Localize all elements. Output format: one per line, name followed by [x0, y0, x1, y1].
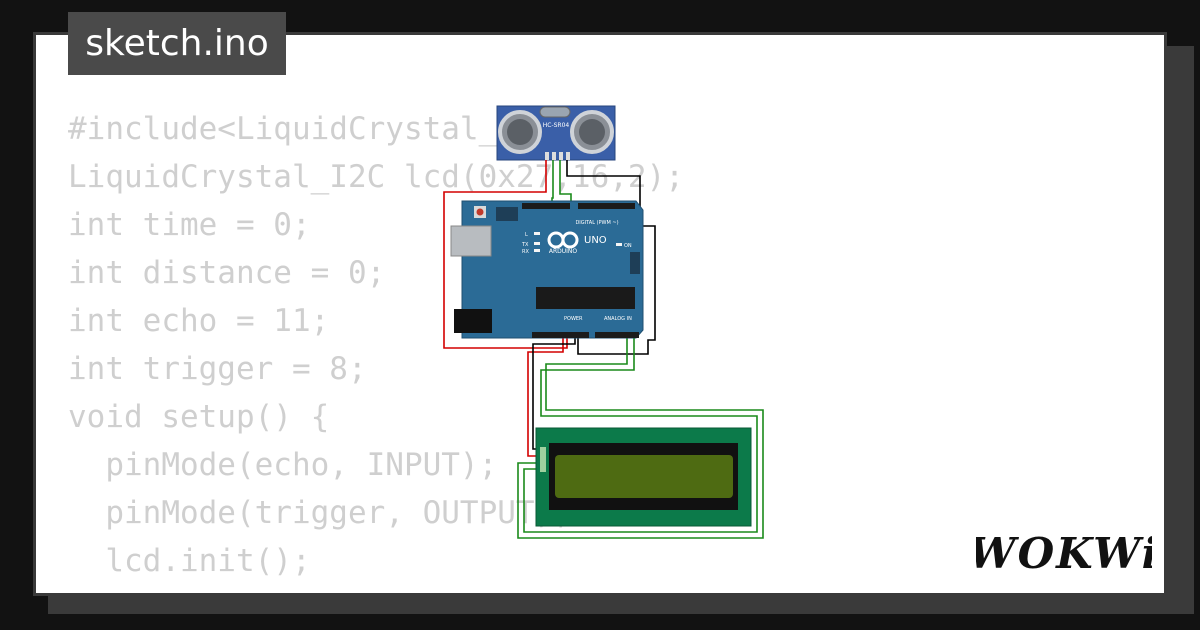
- code-line: int trigger = 8;: [68, 351, 367, 387]
- digital-header-label: DIGITAL (PWM ~): [575, 220, 618, 226]
- code-line: int echo = 11;: [68, 303, 330, 339]
- led-l-label: L: [525, 232, 528, 238]
- board-brand-label: ARDUINO: [549, 248, 578, 255]
- code-line: LiquidCrystal_I2C lcd(0x27,16,2);: [68, 159, 684, 195]
- code-line: void setup() {: [68, 399, 330, 435]
- analog-header-label: ANALOG IN: [604, 316, 632, 322]
- arduino-infinity-logo: [547, 231, 579, 249]
- wokwi-logo: WOKWi: [976, 529, 1152, 576]
- wires: [443, 160, 764, 539]
- code-line: lcd.init();: [68, 543, 311, 579]
- power-header-label: POWER: [564, 316, 583, 322]
- ultrasonic-sensor[interactable]: HC-SR04: [496, 105, 616, 161]
- lcd-1602-module[interactable]: [535, 427, 752, 527]
- code-line: int distance = 0;: [68, 255, 386, 291]
- sensor-model-label: HC-SR04: [543, 122, 570, 129]
- code-line: lcd.backlight();: [68, 585, 684, 593]
- board-model-label: UNO: [584, 235, 607, 246]
- power-led-label: ON: [624, 243, 632, 249]
- led-tx-label: TX: [521, 242, 529, 248]
- code-line: pinMode(echo, INPUT);: [68, 447, 498, 483]
- led-rx-label: RX: [522, 249, 529, 255]
- wokwi-logo-text: WOKWi: [976, 529, 1152, 576]
- arduino-uno-board[interactable]: DIGITAL (PWM ~) UNO ARDUINO L TX RX ON P…: [450, 200, 644, 339]
- code-line: int time = 0;: [68, 207, 311, 243]
- file-tab[interactable]: sketch.ino: [68, 12, 286, 75]
